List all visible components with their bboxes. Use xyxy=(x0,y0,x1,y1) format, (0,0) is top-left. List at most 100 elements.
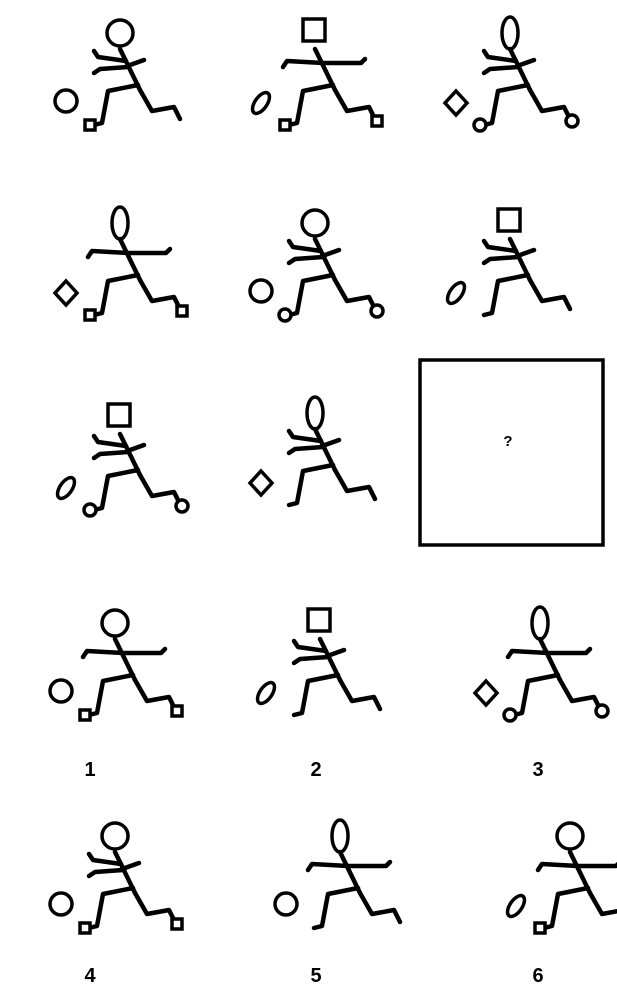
front-foot-circle xyxy=(371,305,383,317)
back-leg-line xyxy=(314,888,358,928)
ball-diamond xyxy=(250,471,272,495)
head-circle xyxy=(102,823,128,849)
left-arm-line xyxy=(83,651,123,657)
ball-oval xyxy=(504,893,528,920)
right-arm-line xyxy=(128,249,170,253)
right-arm-line xyxy=(348,862,390,866)
back-leg-line xyxy=(94,85,138,125)
option-label-4: 4 xyxy=(84,965,96,987)
back-leg-line xyxy=(514,675,558,715)
left-arm-line xyxy=(283,61,323,67)
lower-arm-line xyxy=(484,67,518,73)
forward-arm-line xyxy=(130,445,144,450)
option-figure-3 xyxy=(475,607,608,721)
back-leg-line xyxy=(484,275,528,315)
front-leg-line xyxy=(335,90,375,119)
option-6[interactable]: 6 xyxy=(504,823,617,987)
head-square xyxy=(303,19,325,41)
ball-circle xyxy=(50,680,72,702)
back-foot-square xyxy=(280,120,290,130)
grid-figure-1 xyxy=(55,20,180,130)
front-leg-line xyxy=(140,280,180,309)
head-oval xyxy=(502,17,518,49)
grid-figure-4 xyxy=(55,207,187,320)
head-circle xyxy=(102,610,128,636)
option-3[interactable]: 3 xyxy=(475,607,608,781)
front-foot-circle xyxy=(566,115,578,127)
ball-circle xyxy=(250,280,272,302)
front-leg-line xyxy=(560,680,600,709)
back-foot-circle xyxy=(474,119,486,131)
lower-arm-line xyxy=(294,657,328,663)
head-square xyxy=(498,209,520,231)
back-foot-square xyxy=(535,923,545,933)
front-foot-square xyxy=(372,116,382,126)
option-2[interactable]: 2 xyxy=(254,609,380,781)
lower-arm-line xyxy=(94,67,128,73)
front-foot-square xyxy=(172,919,182,929)
front-leg-line xyxy=(140,475,180,504)
forward-arm-line xyxy=(325,440,339,445)
head-square xyxy=(108,404,130,426)
back-foot-square xyxy=(80,710,90,720)
back-leg-line xyxy=(89,888,133,928)
option-1[interactable]: 1 xyxy=(50,610,182,781)
head-circle xyxy=(557,823,583,849)
front-leg-line xyxy=(530,90,570,119)
ball-diamond xyxy=(475,681,497,705)
back-leg-line xyxy=(484,85,528,125)
grid-figure-3 xyxy=(445,17,578,131)
left-arm-line xyxy=(508,651,548,657)
option-5[interactable]: 5 xyxy=(275,820,400,987)
back-leg-line xyxy=(544,888,588,928)
back-leg-line xyxy=(289,85,333,125)
forward-arm-line xyxy=(125,863,139,868)
front-leg-line xyxy=(340,680,380,709)
left-arm-line xyxy=(308,864,348,870)
back-leg-line xyxy=(289,275,333,315)
front-leg-line xyxy=(135,680,175,709)
ball-diamond xyxy=(55,281,77,305)
option-label-2: 2 xyxy=(310,759,321,781)
missing-figure-box: ? xyxy=(420,360,603,545)
back-foot-square xyxy=(80,923,90,933)
ball-oval xyxy=(444,280,468,307)
ball-oval xyxy=(249,90,273,117)
forward-arm-line xyxy=(520,60,534,65)
back-leg-line xyxy=(289,465,333,505)
ball-circle xyxy=(50,893,72,915)
back-foot-square xyxy=(85,310,95,320)
lower-arm-line xyxy=(89,870,123,876)
forward-arm-line xyxy=(325,250,339,255)
front-leg-line xyxy=(590,893,617,922)
head-oval xyxy=(112,207,128,239)
option-label-1: 1 xyxy=(84,759,95,781)
back-foot-circle xyxy=(504,709,516,721)
back-foot-circle xyxy=(279,309,291,321)
option-label-3: 3 xyxy=(532,759,543,781)
left-arm-line xyxy=(88,251,128,257)
back-leg-line xyxy=(89,675,133,715)
front-leg-line xyxy=(140,90,180,119)
option-figure-4 xyxy=(50,823,182,933)
option-4[interactable]: 4 xyxy=(50,823,182,987)
grid-figure-7 xyxy=(54,404,188,516)
back-foot-square xyxy=(85,120,95,130)
head-circle xyxy=(302,210,328,236)
back-foot-circle xyxy=(84,504,96,516)
right-arm-line xyxy=(323,59,365,63)
grid-figure-2 xyxy=(249,19,382,130)
front-foot-circle xyxy=(596,705,608,717)
lower-arm-line xyxy=(289,257,323,263)
lower-arm-line xyxy=(289,447,323,453)
answer-options: 1 2 3 4 5 6 xyxy=(50,607,617,987)
ball-oval xyxy=(54,475,78,502)
head-oval xyxy=(532,607,548,639)
option-figure-2 xyxy=(254,609,380,715)
head-square xyxy=(308,609,330,631)
lower-arm-line xyxy=(94,452,128,458)
lower-arm-line xyxy=(484,257,518,263)
back-leg-line xyxy=(94,275,138,315)
back-leg-line xyxy=(94,470,138,510)
